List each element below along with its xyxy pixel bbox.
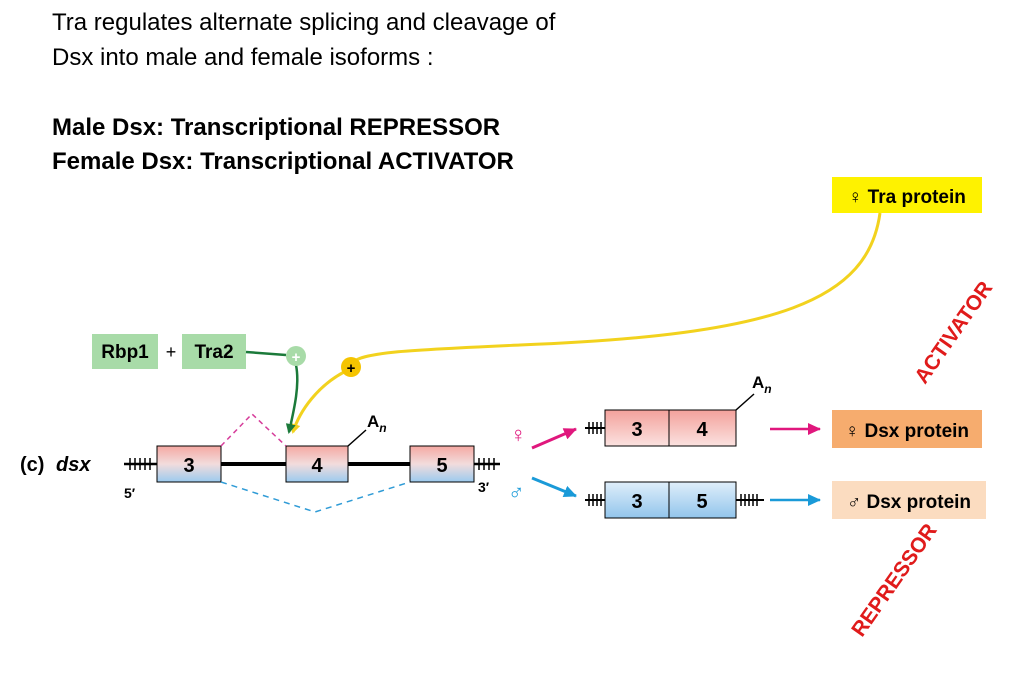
- activator-label: ACTIVATOR: [910, 277, 997, 388]
- exon-5-label: 5: [436, 455, 447, 477]
- male-dsx-protein-label: ♂ Dsx protein: [847, 492, 971, 513]
- male-dsx-protein-box: ♂ Dsx protein: [832, 481, 986, 519]
- exon-3-label: 3: [183, 455, 194, 477]
- tra-plus-sign: +: [347, 360, 356, 377]
- intro-line-1: Tra regulates alternate splicing and cle…: [52, 9, 556, 36]
- rbp-plus-badge: +: [286, 346, 306, 366]
- male-splice-path: [220, 481, 411, 513]
- female-symbol: ♀: [510, 422, 527, 447]
- tra-plus-badge: +: [341, 357, 361, 377]
- rbp-tra2-line: [245, 350, 287, 357]
- male-symbol: ♂: [508, 480, 525, 505]
- male-exon-5-label: 5: [696, 491, 707, 513]
- tra2-box: Tra2: [182, 334, 246, 369]
- tra-protein-box: ♀ Tra protein: [832, 177, 982, 213]
- tra2-label: Tra2: [194, 342, 233, 363]
- male-mrna-exon-5: [668, 481, 737, 519]
- female-exon-4-label: 4: [696, 419, 708, 441]
- exon-4-label: 4: [311, 455, 323, 477]
- repressor-label: REPRESSOR: [847, 520, 941, 641]
- female-mrna-exon-4: [668, 409, 737, 447]
- rbp-to-exon4-arrow: [285, 364, 299, 434]
- male-exon-3-label: 3: [631, 491, 642, 513]
- female-mrna: 3 4 An: [585, 373, 772, 447]
- tra-to-exon4-arrow: [290, 370, 345, 434]
- rbp1-label: Rbp1: [101, 342, 149, 363]
- three-prime-label: 3′: [478, 479, 490, 495]
- pre-mrna: 3 4 5 5′ 3′ An: [124, 412, 500, 513]
- panel-label: (c): [20, 454, 44, 476]
- female-dsx-heading: Female Dsx: Transcriptional ACTIVATOR: [52, 148, 514, 175]
- female-path-arrow: [531, 427, 577, 450]
- pre-mrna-exon-3: 3: [156, 445, 222, 483]
- male-path-arrow: [531, 476, 577, 498]
- gene-label: dsx: [56, 454, 91, 476]
- five-prime-label: 5′: [124, 485, 136, 501]
- rbp1-tra2-plus: +: [166, 342, 177, 362]
- pre-mrna-exon-4: 4: [285, 445, 349, 483]
- intro-line-2: Dsx into male and female isoforms :: [52, 44, 434, 71]
- rbp1-box: Rbp1: [92, 334, 158, 369]
- male-mrna-exon-3: [604, 481, 670, 519]
- female-poly-a-label: An: [752, 373, 772, 396]
- tra-protein-label: ♀ Tra protein: [848, 187, 966, 208]
- male-dsx-heading: Male Dsx: Transcriptional REPRESSOR: [52, 114, 501, 141]
- tra-regulation-line: [350, 212, 882, 365]
- exon4-poly-a-label: An: [367, 412, 387, 435]
- female-exon-3-label: 3: [631, 419, 642, 441]
- female-splice-path: [220, 412, 287, 447]
- male-mrna: 3 5: [585, 481, 764, 519]
- pre-mrna-exon-5: 5: [409, 445, 475, 483]
- rbp-plus-sign: +: [292, 349, 301, 366]
- female-dsx-protein-box: ♀ Dsx protein: [832, 410, 982, 448]
- female-dsx-protein-label: ♀ Dsx protein: [845, 421, 969, 442]
